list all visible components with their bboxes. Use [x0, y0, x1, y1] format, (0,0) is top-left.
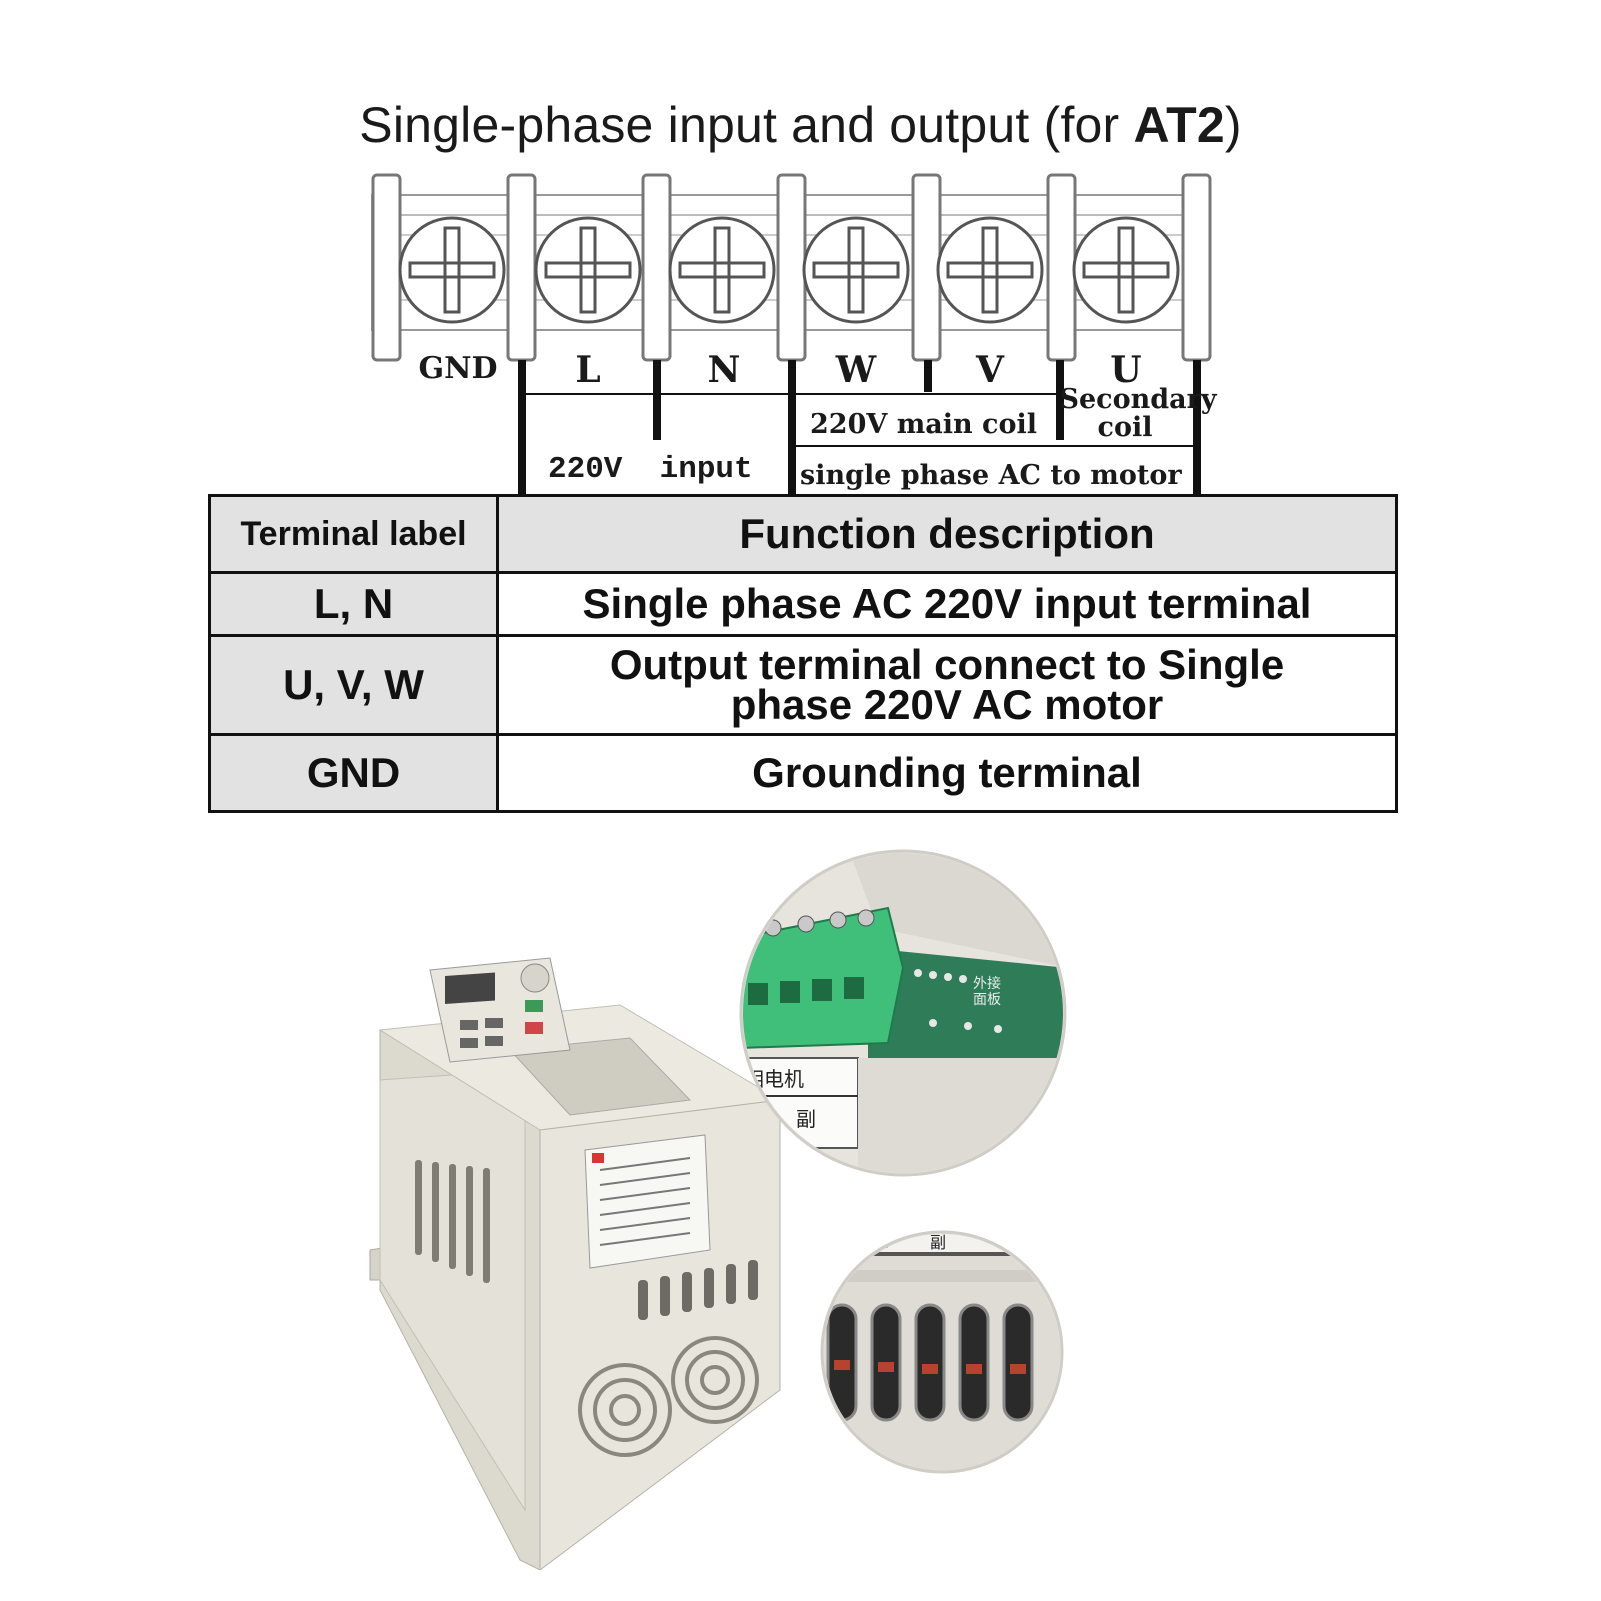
row-function-description: Grounding terminal [496, 733, 1398, 813]
sticker-chinese-secondary: 副 [796, 1107, 816, 1131]
terminal-block-diagram: GND L N W V U 220V input 220V main coil … [371, 173, 1218, 494]
label-220v-input: 220V input [548, 452, 753, 487]
table-header-row: Terminal label Function description [208, 494, 1398, 574]
screw-gnd-icon [398, 216, 506, 324]
screw-u-icon [1072, 216, 1180, 324]
screw-l-icon [534, 216, 642, 324]
diagram-title: Single-phase input and output (for AT2) [0, 96, 1601, 154]
keypad-panel [429, 957, 571, 1063]
fan-icon [671, 1336, 759, 1424]
speed-knob-icon [520, 963, 550, 993]
label-secondary-coil-1: Secondary [1059, 384, 1217, 415]
terminal-label-l: L [575, 349, 600, 391]
fan-icon [578, 1363, 672, 1457]
row-desc-line-2: phase 220V AC motor [730, 681, 1164, 728]
terminal-label-u: U [1110, 349, 1141, 391]
row-function-description: Single phase AC 220V input terminal [496, 571, 1398, 637]
header-function-description: Function description [496, 494, 1398, 574]
table-row: L, N Single phase AC 220V input terminal [208, 571, 1398, 637]
terminal-closeup-image: 外接 面板 相电机 副 [739, 849, 1067, 1177]
terminal-label-v: V [975, 349, 1005, 391]
row-terminal-label: U, V, W [208, 634, 499, 736]
vent-sticker-chinese: 副 [930, 1233, 946, 1252]
front-vent-icon [638, 1260, 758, 1320]
title-prefix: Single-phase input and output (for [359, 97, 1134, 153]
pcb-chinese-label-1: 外接 [973, 975, 1001, 992]
run-key-icon [525, 1000, 543, 1012]
title-suffix: ) [1224, 97, 1242, 153]
table-row: U, V, W Output terminal connect to Singl… [208, 634, 1398, 736]
table-row: GND Grounding terminal [208, 733, 1398, 813]
row-desc-line-1: Output terminal connect to Single [609, 641, 1285, 688]
stop-key-icon [525, 1022, 543, 1034]
label-main-coil: 220V main coil [810, 409, 1037, 440]
inverter-unit-image [369, 957, 782, 1570]
screw-v-icon [936, 216, 1044, 324]
screw-w-icon [802, 216, 910, 324]
vent-closeup-image: 20V 副 [820, 1230, 1064, 1474]
row-terminal-label: GND [208, 733, 499, 813]
header-terminal-label: Terminal label [208, 494, 499, 574]
pcb-chinese-label-2: 面板 [973, 992, 1001, 1008]
terminal-label-n: N [708, 349, 741, 391]
label-secondary-coil-2: coil [1098, 412, 1153, 443]
title-bold: AT2 [1133, 97, 1225, 153]
screw-n-icon [668, 216, 776, 324]
side-vent-icon [415, 1160, 490, 1283]
terminal-separators [371, 173, 1212, 362]
terminal-function-table: Terminal label Function description L, N… [208, 494, 1398, 813]
terminal-label-w: W [835, 349, 877, 391]
wiring [518, 360, 1201, 494]
label-output-to-motor: single phase AC to motor [800, 460, 1182, 491]
row-terminal-label: L, N [208, 571, 499, 637]
terminal-screws [398, 216, 1180, 324]
vent-sticker-text: 20V [860, 1232, 892, 1252]
terminal-label-gnd: GND [418, 351, 497, 386]
